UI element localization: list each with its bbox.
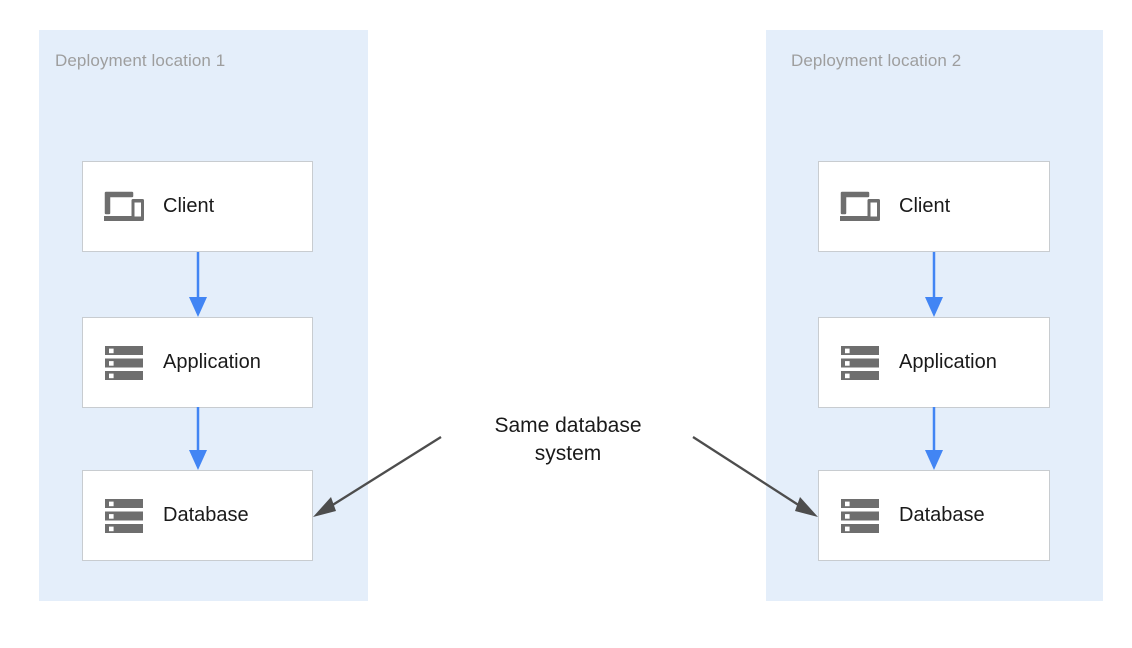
node-application-1-label: Application [163,351,261,373]
deployment-zone-1-title: Deployment location 1 [55,51,226,70]
node-client-2-label: Client [899,195,951,217]
node-application-2[interactable]: Application [818,317,1050,408]
node-database-1[interactable]: Database [82,470,313,561]
node-database-1-label: Database [163,504,249,526]
server-icon [837,496,883,536]
server-icon [101,496,147,536]
server-icon [101,343,147,383]
node-client-1-label: Client [163,195,215,217]
node-client-2[interactable]: Client [818,161,1050,252]
node-database-2[interactable]: Database [818,470,1050,561]
devices-icon [101,187,147,227]
server-icon [837,343,883,383]
annotation-same-database-system: Same database system [494,414,642,465]
devices-icon [837,187,883,227]
node-application-1[interactable]: Application [82,317,313,408]
deployment-zone-2-title: Deployment location 2 [791,51,962,70]
node-database-2-label: Database [899,504,985,526]
node-client-1[interactable]: Client [82,161,313,252]
node-application-2-label: Application [899,351,997,373]
